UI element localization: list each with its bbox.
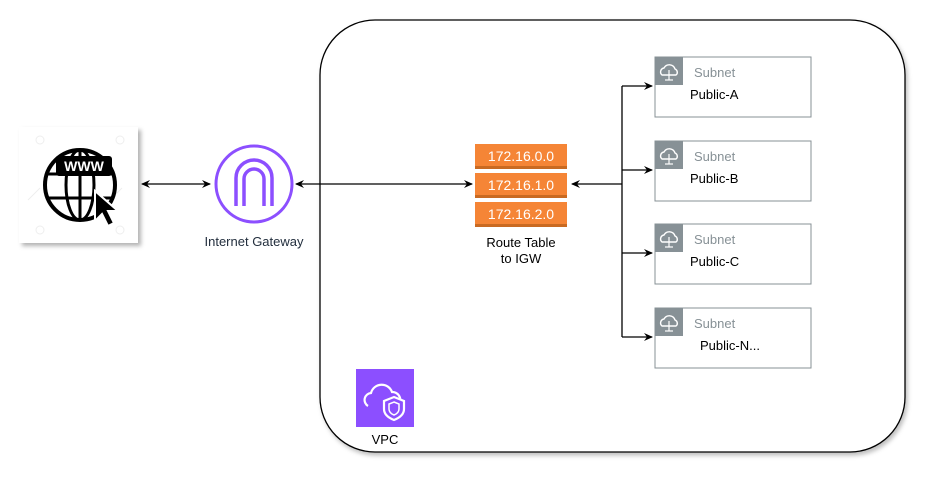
subnet-public-c[interactable]: Subnet Public-C — [654, 223, 812, 285]
route-entry-text: 172.16.2.0 — [488, 206, 554, 222]
subnet-name: Public-N... — [700, 338, 760, 353]
route-table-label-line1: Route Table — [486, 235, 555, 250]
subnet-public-a[interactable]: Subnet Public-A — [654, 56, 812, 118]
route-table[interactable]: 172.16.0.0 172.16.1.0 172.16.2.0 Route T… — [475, 144, 567, 266]
internet-gateway[interactable]: Internet Gateway — [205, 144, 304, 249]
subnet-name: Public-C — [690, 254, 739, 269]
route-entry: 172.16.1.0 — [475, 173, 567, 198]
internet-gateway-icon — [214, 144, 294, 224]
www-label: WWW — [64, 158, 104, 174]
subnet-public-n[interactable]: Subnet Public-N... — [654, 307, 812, 369]
gateway-arch — [234, 158, 274, 206]
subnet-name: Public-B — [690, 171, 738, 186]
route-entry-text: 172.16.1.0 — [488, 177, 554, 193]
route-entry-text: 172.16.0.0 — [488, 148, 554, 164]
www-globe-cursor-icon: WWW — [43, 148, 121, 228]
subnet-type-label: Subnet — [694, 149, 736, 164]
subnet-type-label: Subnet — [694, 316, 736, 331]
internet-node[interactable]: WWW — [19, 127, 138, 243]
subnet-type-label: Subnet — [694, 232, 736, 247]
route-entry: 172.16.0.0 — [475, 144, 567, 169]
vpc-badge[interactable]: VPC — [356, 369, 414, 447]
route-table-label-line2: to IGW — [501, 251, 542, 266]
subnet-public-b[interactable]: Subnet Public-B — [654, 140, 812, 202]
subnet-name: Public-A — [690, 87, 739, 102]
vpc-label: VPC — [372, 432, 399, 447]
subnet-connectors — [571, 82, 653, 341]
gateway-label: Internet Gateway — [205, 234, 304, 249]
subnet-type-label: Subnet — [694, 65, 736, 80]
route-entry: 172.16.2.0 — [475, 202, 567, 227]
